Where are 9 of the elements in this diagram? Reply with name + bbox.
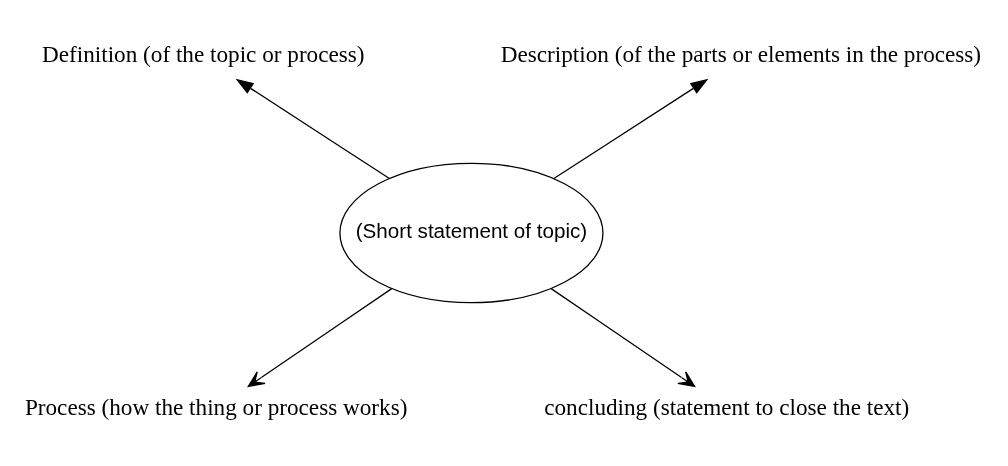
node-text: Process (how the thing or process works) [24,394,408,421]
node-text: Definition (of the topic or process) [41,41,365,68]
arrow [247,288,393,388]
node-text: Description (of the parts or elements in the process) [500,41,982,68]
arrow [235,78,391,180]
arrow [553,78,709,180]
node-ellipse: (Short statement of topic) [339,162,604,304]
node-text: concluding (statement to close the text) [544,394,910,421]
arrow [550,288,696,388]
